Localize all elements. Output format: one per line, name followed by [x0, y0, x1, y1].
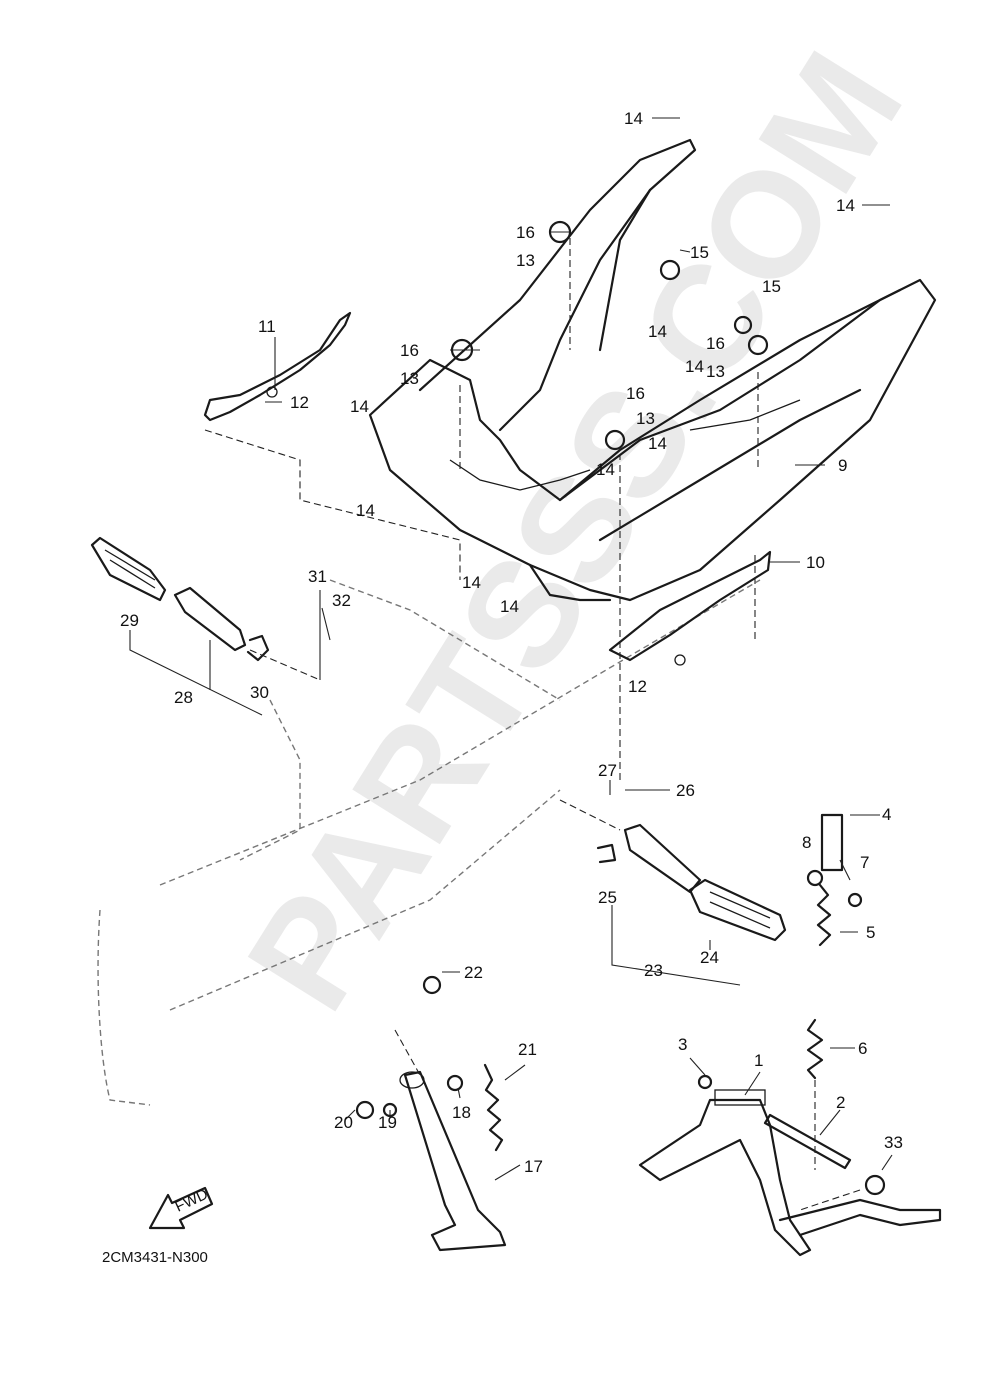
callout-16: 16: [706, 334, 725, 353]
callout-24: 24: [700, 948, 719, 967]
callout-22: 22: [464, 963, 483, 982]
callout-5: 5: [866, 923, 875, 942]
collar-part-4: [820, 813, 844, 872]
footrest-right-parts-23-24-25: [596, 823, 787, 942]
callout-14: 14: [685, 357, 704, 376]
callout-14: 14: [648, 434, 667, 453]
callout-33: 33: [884, 1133, 903, 1152]
leader-lines: [129, 117, 893, 1211]
callout-2: 2: [836, 1093, 845, 1112]
callout-12: 12: [290, 393, 309, 412]
callout-31: 31: [308, 567, 327, 586]
callout-7: 7: [860, 853, 869, 872]
fwd-arrow: FWD: [148, 1186, 214, 1230]
callout-12: 12: [628, 677, 647, 696]
callout-32: 32: [332, 591, 351, 610]
side-stand-part-17: [399, 1070, 507, 1252]
callout-23: 23: [644, 961, 663, 980]
callout-9: 9: [838, 456, 847, 475]
springs-parts-5-6: [806, 883, 832, 1080]
watermark-text: PARTSSS.COM: [215, 24, 935, 1037]
callout-13: 13: [516, 251, 535, 270]
callout-17: 17: [524, 1157, 543, 1176]
watermark: PARTSSS.COM: [215, 24, 935, 1037]
callout-14: 14: [350, 397, 369, 416]
callout-18: 18: [452, 1103, 471, 1122]
callout-10: 10: [806, 553, 825, 572]
callout-14: 14: [624, 109, 643, 128]
callout-13: 13: [636, 409, 655, 428]
callout-16: 16: [400, 341, 419, 360]
callout-14: 14: [462, 573, 481, 592]
footrest-left-parts-28-29-30: [90, 536, 270, 662]
callout-30: 30: [250, 683, 269, 702]
callout-11: 11: [258, 317, 276, 336]
callout-6: 6: [858, 1039, 867, 1058]
callout-15: 15: [690, 243, 709, 262]
callout-13: 13: [400, 369, 419, 388]
callout-14: 14: [356, 501, 375, 520]
spring-part-21: [483, 1063, 504, 1152]
callout-27: 27: [598, 761, 617, 780]
callout-8: 8: [802, 833, 811, 852]
callout-26: 26: [676, 781, 695, 800]
callout-15: 15: [762, 277, 781, 296]
drawing-code: 2CM3431-N300: [102, 1249, 208, 1266]
callout-13: 13: [706, 362, 725, 381]
callout-16: 16: [516, 223, 535, 242]
callout-14: 14: [596, 460, 615, 479]
callout-19: 19: [378, 1113, 397, 1132]
callout-25: 25: [598, 888, 617, 907]
callout-28: 28: [174, 688, 193, 707]
fwd-label: FWD: [173, 1186, 211, 1216]
callout-14: 14: [836, 196, 855, 215]
center-stand-part-1: [638, 1089, 942, 1257]
callout-14: 14: [500, 597, 519, 616]
callout-16: 16: [626, 384, 645, 403]
shaft-part-2: [763, 1113, 852, 1170]
callout-4: 4: [882, 805, 891, 824]
callout-1: 1: [754, 1051, 763, 1070]
callout-21: 21: [518, 1040, 537, 1059]
callout-29: 29: [120, 611, 139, 630]
callout-20: 20: [334, 1113, 353, 1132]
bracket-part-10: [608, 550, 772, 666]
callout-labels: 14 16 13 15 14 15 11 16 13 14 16 14 16 1…: [120, 109, 903, 1176]
callout-14: 14: [648, 322, 667, 341]
callout-3: 3: [678, 1035, 687, 1054]
bracket-part-11: [203, 311, 352, 422]
